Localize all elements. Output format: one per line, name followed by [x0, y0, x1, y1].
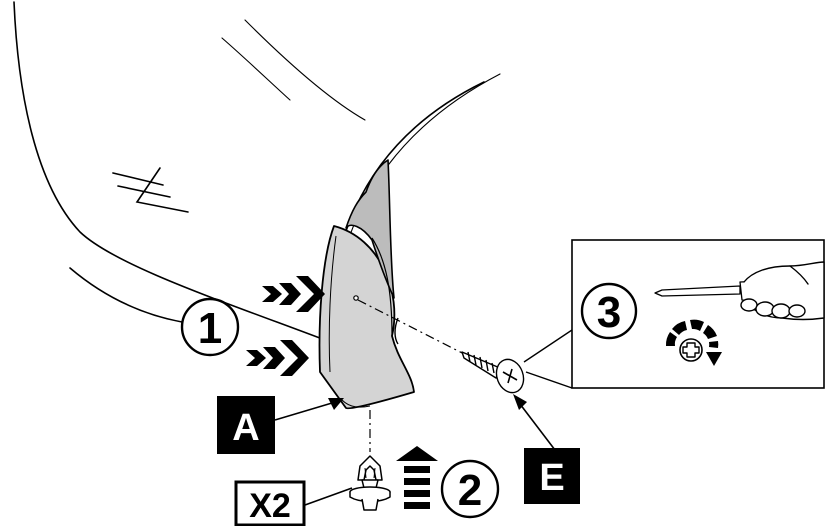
push-arrows-lower: [246, 340, 309, 376]
body-marking-icon: [112, 167, 189, 213]
step-1-number: 1: [198, 304, 222, 353]
part-a-label: A: [232, 407, 259, 449]
vehicle-body: [13, 1, 501, 359]
callout-2: 2: [440, 459, 500, 519]
rotate-clockwise-icon: [665, 319, 722, 366]
mud-flap: [318, 159, 415, 410]
part-a-callout: A: [217, 396, 344, 454]
step-2-number: 2: [458, 466, 482, 515]
push-arrows-upper: [262, 276, 325, 312]
quantity-callout: X2: [234, 480, 353, 526]
part-e-callout: E: [513, 394, 580, 504]
screw-icon: [461, 351, 525, 394]
clip-fastener-icon: [349, 455, 391, 511]
up-arrow-icon: [396, 446, 438, 509]
quantity-label: X2: [249, 487, 291, 525]
phillips-head-icon: [679, 338, 703, 362]
callout-3: 3: [580, 282, 638, 340]
hand-icon: [740, 261, 825, 321]
part-e-label: E: [539, 457, 564, 499]
step-3-number: 3: [597, 288, 621, 337]
alignment-lines: [357, 299, 473, 452]
callout-1: 1: [69, 267, 240, 357]
